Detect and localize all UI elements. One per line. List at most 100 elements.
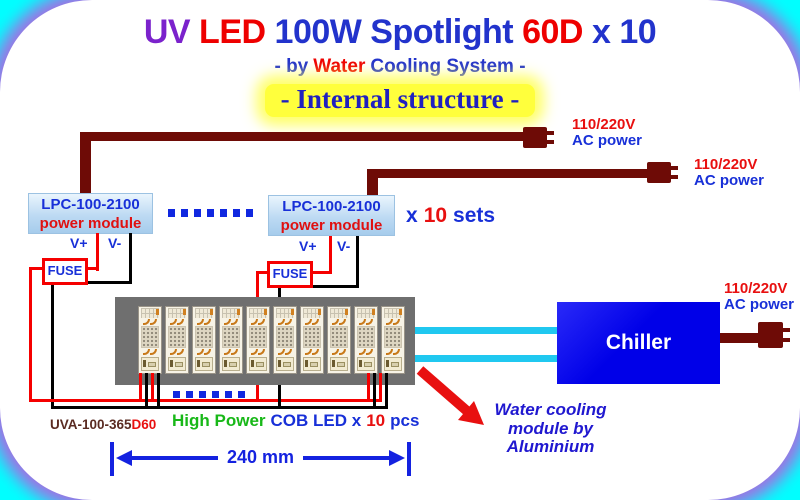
title-led: LED	[199, 13, 266, 51]
solder-pads	[303, 308, 321, 318]
wire-red-stub	[379, 373, 382, 402]
dimension-line	[132, 455, 218, 460]
wire-bond-marks	[356, 318, 376, 326]
ac-power-label-2: 110/220V AC power	[694, 157, 764, 189]
power-module-2: LPC-100-2100 power module	[268, 195, 395, 236]
plug-prong	[547, 131, 554, 135]
wire-red	[80, 267, 99, 270]
cob-led-text: COB LED x	[270, 411, 362, 430]
sets-word: sets	[453, 204, 496, 227]
led-connector	[249, 357, 267, 371]
wire-red	[304, 271, 332, 274]
led-connector	[276, 357, 294, 371]
led-connector	[195, 357, 213, 371]
wire-black	[51, 281, 132, 284]
led-strip	[165, 306, 189, 374]
vplus-label-2: V+	[299, 238, 317, 254]
wire-bond-marks	[383, 318, 403, 326]
plug-prong	[671, 166, 678, 170]
wire-red	[29, 267, 42, 270]
plug-prong	[783, 338, 790, 342]
dimension-text: 240 mm	[226, 447, 295, 467]
wire-red	[29, 267, 32, 402]
led-strip	[300, 306, 324, 374]
wire-black	[278, 285, 359, 288]
solder-pads	[168, 308, 186, 318]
fuse-box-2: FUSE	[267, 261, 313, 288]
wire-bond-marks	[221, 348, 241, 356]
cob-led-array	[249, 326, 267, 348]
cob-count: 10	[366, 411, 386, 430]
module-continuation-dots	[168, 209, 254, 217]
fuse-box-1: FUSE	[42, 258, 88, 285]
ac-cable-1-horizontal	[80, 132, 525, 141]
cob-led-array	[276, 326, 294, 348]
wire-black	[385, 373, 388, 409]
solder-pads	[249, 308, 267, 318]
power-module-type: power module	[280, 216, 383, 234]
chiller-label: Chiller	[605, 331, 672, 354]
dimension-line	[303, 455, 390, 460]
plug-prong	[783, 328, 790, 332]
wire-bond-marks	[302, 318, 322, 326]
cob-led-array	[141, 326, 159, 348]
ac-plug-3	[758, 322, 790, 348]
wire-bond-marks	[248, 318, 268, 326]
voltage-text: 110/220V	[694, 156, 758, 173]
wire-bond-marks	[356, 348, 376, 356]
red-pointer-arrow	[416, 366, 484, 425]
solder-pads	[276, 308, 294, 318]
note-line-1: Water cooling	[494, 400, 607, 419]
ac-cable-1-vertical	[80, 133, 91, 197]
led-strip	[192, 306, 216, 374]
cob-led-array	[330, 326, 348, 348]
led-model: UVA-100-365	[50, 417, 132, 432]
cob-led-array	[222, 326, 240, 348]
power-module-name: LPC-100-2100	[41, 196, 140, 213]
wire-bond-marks	[194, 348, 214, 356]
wire-bond-marks	[275, 348, 295, 356]
wire-bond-marks	[383, 348, 403, 356]
cob-led-array	[168, 326, 186, 348]
arrowhead-left-icon	[116, 449, 132, 466]
wire-red	[256, 271, 269, 274]
water-cooling-heatsink	[115, 297, 415, 385]
title-x10: x 10	[591, 13, 657, 51]
led-strip	[219, 306, 243, 374]
wire-bond-marks	[221, 318, 241, 326]
chiller-box: Chiller	[557, 302, 720, 384]
solder-pads	[330, 308, 348, 318]
vminus-label-1: V-	[108, 235, 122, 251]
title-uv: UV	[143, 13, 191, 51]
wire-black	[356, 236, 359, 288]
wire-red-stub	[139, 373, 142, 402]
solder-pads	[357, 308, 375, 318]
wire-black-stub	[157, 373, 160, 409]
wire-black-stub	[373, 373, 376, 409]
ac-power-label-3: 110/220V AC power	[724, 281, 794, 313]
ac-power-text: AC power	[572, 131, 643, 149]
title-60d: 60D	[522, 13, 583, 51]
pcs-text: pcs	[390, 411, 420, 430]
wire-bond-marks	[167, 318, 187, 326]
voltage-text: 110/220V	[724, 280, 788, 297]
ac-power-text: AC power	[724, 295, 795, 313]
power-module-name: LPC-100-2100	[282, 198, 381, 215]
wire-bond-marks	[302, 348, 322, 356]
cob-led-array	[384, 326, 402, 348]
dimension-bar-left	[110, 442, 114, 476]
subtitle-pre: - by	[274, 56, 309, 77]
led-strip	[327, 306, 351, 374]
wire-black-stub	[145, 373, 148, 409]
subtitle-water: Water	[313, 56, 366, 77]
power-module-type: power module	[39, 214, 142, 232]
wire-bond-marks	[167, 348, 187, 356]
wire-bond-marks	[140, 348, 160, 356]
wire-red-bus	[29, 399, 382, 402]
water-tube-bottom	[415, 355, 558, 362]
